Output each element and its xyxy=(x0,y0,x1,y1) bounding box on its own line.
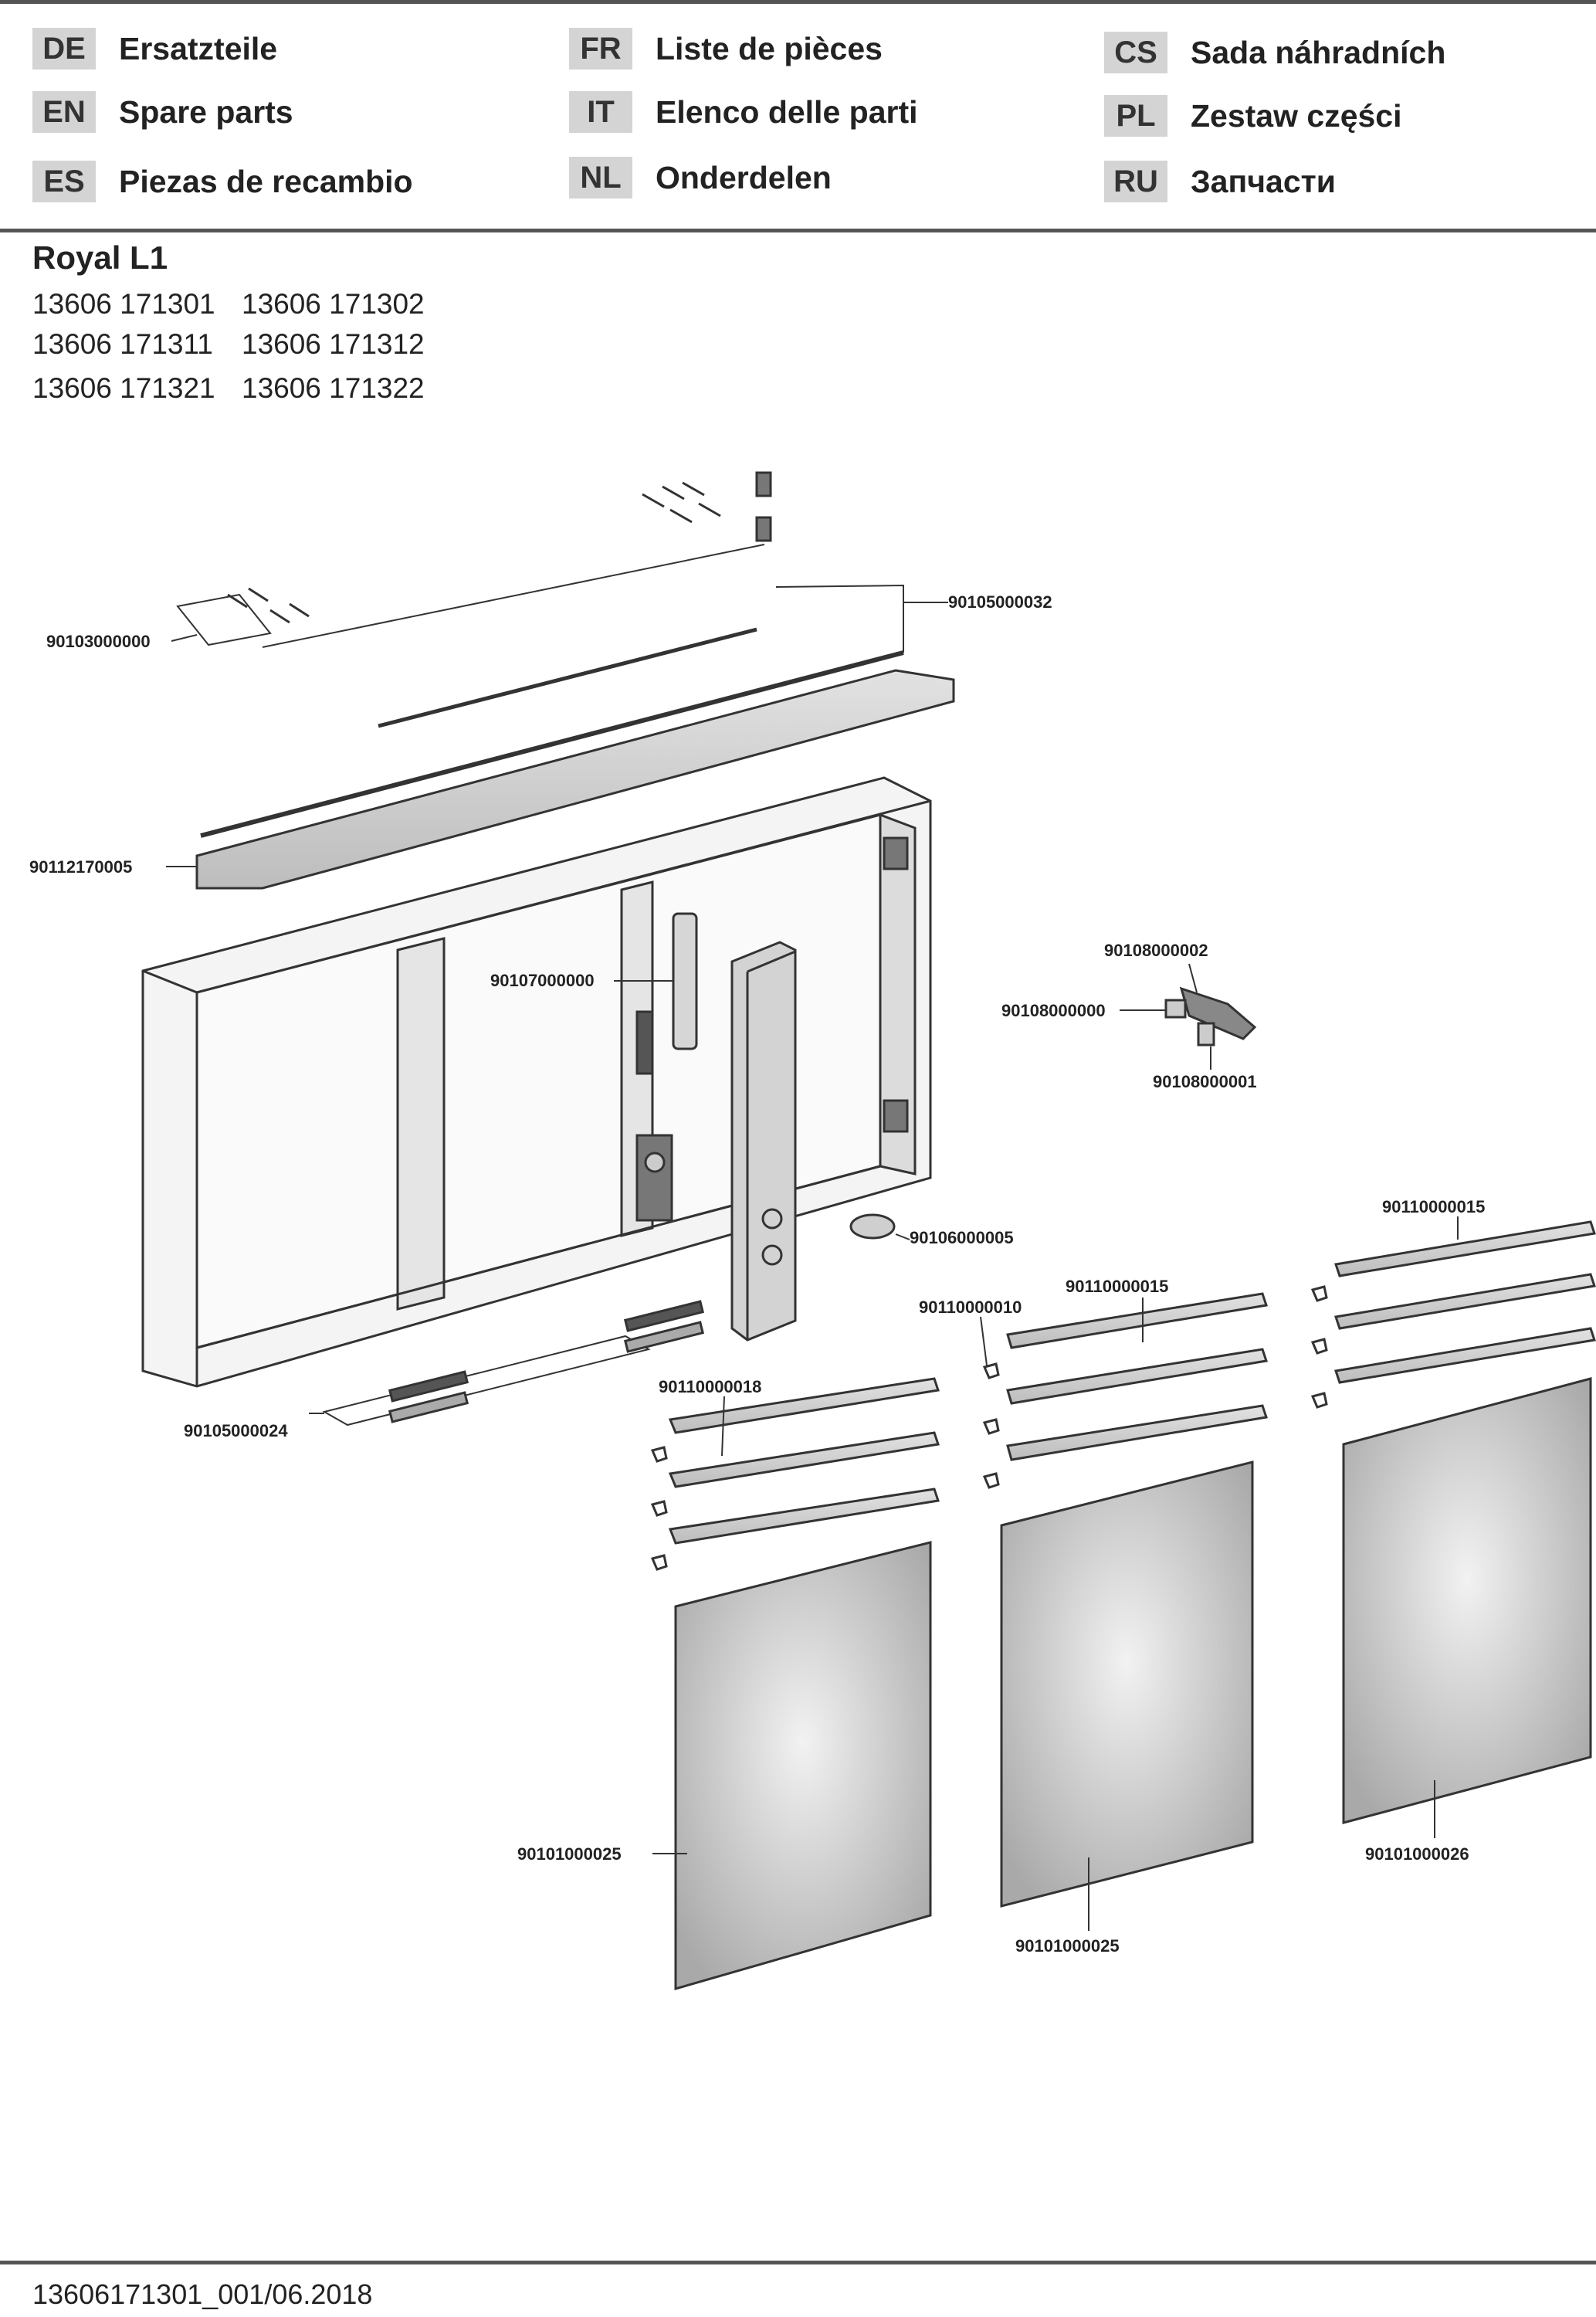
part-label: 90107000000 xyxy=(490,971,595,990)
lang-ru: RU Запчасти xyxy=(1104,158,1336,205)
part-label: 90103000000 xyxy=(46,632,151,651)
wall-bracket xyxy=(1164,986,1257,1047)
shelf-stack-mid xyxy=(982,1292,1268,1489)
part-label: 90112170005 xyxy=(29,857,132,877)
lang-nl: NL Onderdelen xyxy=(569,154,832,201)
article-number: 13606 171322 xyxy=(242,372,425,404)
part-label: 90110000010 xyxy=(919,1298,1022,1317)
lang-label: Onderdelen xyxy=(656,159,832,195)
lang-es: ES Piezas de recambio xyxy=(32,158,413,205)
part-label: 90106000005 xyxy=(910,1228,1014,1247)
top-light-panel xyxy=(195,669,955,890)
cabinet-top-rail xyxy=(200,650,904,838)
part-label: 90110000018 xyxy=(659,1377,761,1396)
part-label: 90110000015 xyxy=(1066,1277,1168,1296)
part-label: 90101000025 xyxy=(517,1844,622,1864)
switch-element xyxy=(672,912,698,1050)
product-title: Royal L1 xyxy=(32,239,168,276)
mirror-door-mid xyxy=(1000,1460,1254,1908)
part-label: 90110000015 xyxy=(1382,1197,1485,1216)
lang-label: Sada náhradních xyxy=(1191,34,1446,70)
lang-label: Spare parts xyxy=(119,93,293,130)
socket-column xyxy=(730,941,797,1342)
lang-label: Elenco delle parti xyxy=(656,93,918,130)
part-label: 90105000032 xyxy=(948,592,1052,612)
lang-code: EN xyxy=(32,91,96,133)
article-number: 13606 171301 xyxy=(32,288,215,320)
lang-code: RU xyxy=(1104,161,1167,202)
lang-code: CS xyxy=(1104,32,1167,73)
lang-label: Ersatzteile xyxy=(119,30,278,66)
bottom-guides xyxy=(322,1300,705,1426)
part-label: 90108000002 xyxy=(1104,941,1208,960)
part-label: 90101000026 xyxy=(1365,1844,1469,1864)
lang-code: PL xyxy=(1104,95,1167,137)
mounting-screws-left xyxy=(176,544,765,648)
lang-code: DE xyxy=(32,28,96,70)
lang-code: ES xyxy=(32,161,96,202)
lang-it: IT Elenco delle parti xyxy=(569,89,918,135)
part-label: 90105000024 xyxy=(184,1421,288,1440)
shelf-stack-right xyxy=(1310,1220,1596,1409)
lang-code: IT xyxy=(569,91,632,133)
lang-label: Запчасти xyxy=(1191,163,1336,199)
lang-fr: FR Liste de pièces xyxy=(569,25,883,72)
article-number: 13606 171311 xyxy=(32,328,213,360)
part-label: 90108000001 xyxy=(1153,1072,1257,1091)
shelf-stack-left xyxy=(650,1377,940,1571)
mirror-door-left xyxy=(674,1541,932,1990)
top-rail xyxy=(378,627,757,728)
footer-divider xyxy=(0,2261,1596,2264)
rail-leader xyxy=(775,584,904,653)
cabinet-body xyxy=(141,776,932,1388)
lang-en: EN Spare parts xyxy=(32,89,293,135)
mounting-screws-top xyxy=(642,471,772,542)
header-divider xyxy=(0,229,1596,232)
lang-label: Liste de pièces xyxy=(656,30,883,66)
lang-de: DE Ersatzteile xyxy=(32,25,277,72)
article-number: 13606 171312 xyxy=(242,328,425,360)
document-code: 13606171301_001/06.2018 xyxy=(32,2278,373,2310)
lang-pl: PL Zestaw części xyxy=(1104,93,1402,139)
lang-code: NL xyxy=(569,157,632,198)
part-label: 90108000000 xyxy=(1001,1001,1106,1020)
article-number: 13606 171302 xyxy=(242,288,425,320)
part-label: 90101000025 xyxy=(1015,1936,1120,1956)
cover-cap xyxy=(849,1213,896,1240)
lang-code: FR xyxy=(569,28,632,70)
top-rule xyxy=(0,0,1596,4)
lang-label: Zestaw części xyxy=(1191,97,1402,134)
lang-cs: CS Sada náhradních xyxy=(1104,29,1445,76)
lang-label: Piezas de recambio xyxy=(119,163,413,199)
mirror-door-right xyxy=(1342,1377,1592,1824)
leader-lines xyxy=(166,602,1459,1931)
article-number: 13606 171321 xyxy=(32,372,215,404)
